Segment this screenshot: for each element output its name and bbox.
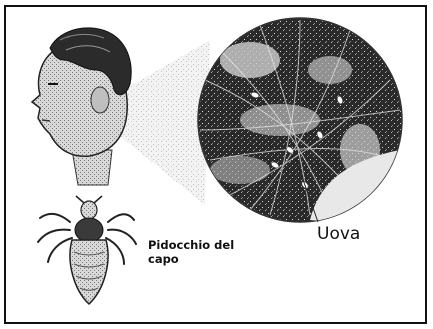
louse-icon	[38, 196, 136, 304]
eggs-label: Uova	[317, 224, 360, 244]
head-louse-label: Pidocchio del capo	[148, 238, 258, 266]
child-head-icon	[32, 28, 131, 185]
magnified-hair-circle	[198, 18, 410, 230]
